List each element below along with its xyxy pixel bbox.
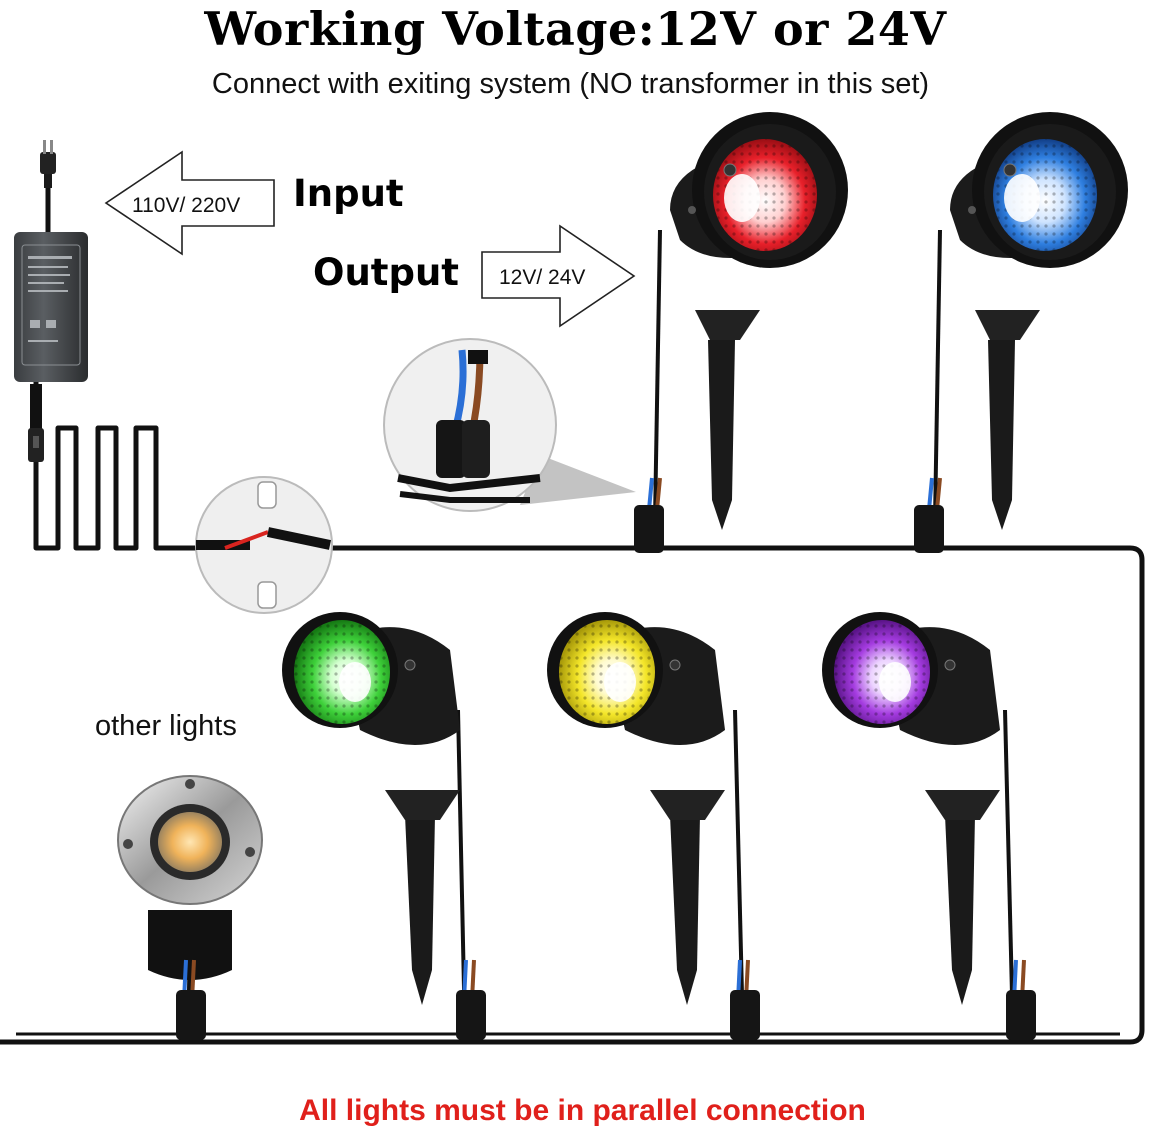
page-subtitle: Connect with exiting system (NO transfor… xyxy=(211,68,930,100)
output-arrow-text: 12V/ 24V xyxy=(499,266,585,289)
in-ground-light xyxy=(117,775,263,1041)
wire-splice-zoom-circle xyxy=(195,476,333,614)
connector-icon xyxy=(634,477,664,553)
connector-zoom-circle xyxy=(383,338,636,512)
connector-icon xyxy=(1006,959,1036,1040)
page-title: Working Voltage:12V or 24V xyxy=(204,2,947,56)
spotlight-red xyxy=(653,112,848,530)
connector-icon xyxy=(176,959,206,1040)
spotlight-yellow xyxy=(547,612,745,1036)
output-label: Output xyxy=(313,251,459,294)
connector-icon xyxy=(456,959,486,1040)
output-arrow: 12V/ 24V xyxy=(481,224,636,328)
connector-icon xyxy=(914,477,944,553)
connector-icon xyxy=(730,959,760,1040)
spotlight-green xyxy=(282,612,467,1036)
input-arrow: 110V/ 220V xyxy=(104,150,275,256)
spotlight-blue xyxy=(933,112,1128,530)
power-adapter xyxy=(14,140,88,462)
input-label: Input xyxy=(293,172,404,215)
spotlight-purple xyxy=(822,612,1015,1036)
parallel-connection-note: All lights must be in parallel connectio… xyxy=(299,1094,866,1127)
other-lights-label: other lights xyxy=(95,710,237,742)
input-arrow-text: 110V/ 220V xyxy=(132,194,240,217)
